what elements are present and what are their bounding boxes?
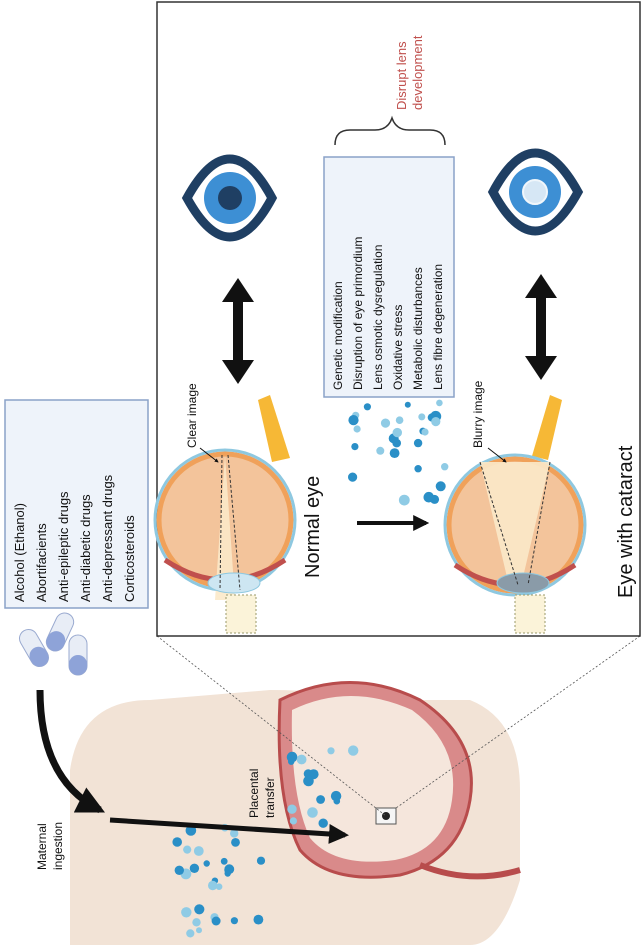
placental-transfer-label-1: Placental <box>247 769 261 818</box>
drug-particle <box>287 804 297 814</box>
drug-particle <box>353 425 361 433</box>
drugs-list-box: Alcohol (Ethanol) Abortifacients Anti-ep… <box>4 399 149 609</box>
zoom-line-right <box>395 635 641 809</box>
drug-particle <box>185 825 197 836</box>
drug-particle <box>256 856 266 865</box>
blurry-image-label: Blurry image <box>471 380 485 448</box>
drug-particle <box>436 399 443 407</box>
drug-particle <box>423 491 435 503</box>
mechanism-item: Metabolic disturbances <box>411 267 425 390</box>
drug-particle <box>192 918 201 927</box>
drug-item: Anti-epileptic drugs <box>56 491 71 602</box>
drug-particle <box>333 797 341 805</box>
drug-particle <box>231 838 240 847</box>
cataract-eye-label: Eye with cataract <box>615 445 637 598</box>
drug-particle <box>253 914 264 925</box>
mechanism-item: Disruption of eye primordium <box>351 237 365 390</box>
drug-item: Anti-diabetic drugs <box>78 494 93 602</box>
pills-icon <box>19 612 88 676</box>
clear-image-pointer <box>199 447 219 463</box>
drug-particle <box>303 775 314 787</box>
drug-item: Corticosteroids <box>122 515 137 602</box>
drug-particle <box>230 829 239 838</box>
drug-item: Anti-depressant drugs <box>100 474 115 602</box>
mechanisms-box: Genetic modification Disruption of eye p… <box>323 156 455 398</box>
drug-particle <box>318 818 328 828</box>
drug-particle <box>186 929 195 938</box>
drug-particle <box>189 863 200 873</box>
drug-particle <box>203 860 210 867</box>
drug-particle <box>435 481 446 492</box>
blurry-image-pointer <box>487 447 507 463</box>
drug-particle <box>296 754 307 765</box>
drug-particle <box>327 747 335 755</box>
zoom-line-left <box>156 635 387 817</box>
disrupt-label-2: development <box>410 35 425 110</box>
clear-image-label: Clear image <box>185 383 199 448</box>
maternal-ingestion-label-1: Maternal <box>35 823 49 870</box>
drug-particle <box>286 751 298 763</box>
placental-transfer-label-2: transfer <box>263 777 277 818</box>
mechanism-item: Genetic modification <box>331 281 345 390</box>
drug-particle <box>421 428 429 436</box>
drug-particle <box>193 846 204 856</box>
drug-particle <box>230 917 238 925</box>
drug-particle <box>289 817 297 825</box>
double-arrow-left <box>222 278 254 384</box>
drug-particle <box>194 904 205 915</box>
normal-eyeball <box>153 395 297 634</box>
drug-particle <box>215 883 223 890</box>
drug-item: Abortifacients <box>34 523 49 602</box>
mechanism-item: Lens fibre degeneration <box>431 264 445 390</box>
drug-particle <box>309 769 317 777</box>
drug-particle <box>414 465 422 473</box>
drug-particle <box>348 745 359 756</box>
drug-particle <box>413 438 423 448</box>
drug-particle <box>211 916 221 926</box>
drug-item: Alcohol (Ethanol) <box>12 503 27 602</box>
drug-particles-inset <box>348 399 449 506</box>
drug-particle <box>348 415 359 426</box>
drug-particle <box>380 418 391 428</box>
drug-particle <box>183 845 192 854</box>
drug-particle <box>398 494 410 506</box>
drug-particle <box>441 463 449 471</box>
drug-particles-placental <box>286 745 359 828</box>
drug-particle <box>348 472 358 482</box>
disrupt-label-1: Disrupt lens <box>394 41 409 110</box>
drug-particle <box>181 907 192 918</box>
brace <box>334 115 446 146</box>
drug-particle <box>208 880 218 891</box>
drug-particle <box>220 857 228 865</box>
maternal-ingestion-arrow <box>36 689 106 814</box>
drug-particle <box>172 837 182 847</box>
normal-eye-icon <box>181 154 278 242</box>
cataract-eye-icon <box>487 148 584 236</box>
drug-particle <box>431 417 441 427</box>
drug-particle <box>316 795 325 804</box>
maternal-ingestion-label-2: ingestion <box>51 822 65 870</box>
uterus <box>277 681 521 880</box>
drug-particle <box>376 446 385 455</box>
drug-particle <box>418 413 426 421</box>
drug-particle <box>404 401 411 408</box>
drug-particle <box>351 443 359 451</box>
drug-particle <box>389 448 400 458</box>
placental-transfer-arrow <box>109 817 349 844</box>
mechanism-item: Oxidative stress <box>391 305 405 390</box>
drug-particles-maternal <box>172 823 266 938</box>
drug-particle <box>307 807 318 818</box>
drug-particle <box>196 927 202 934</box>
cataract-eyeball <box>443 395 587 634</box>
mechanism-item: Lens osmotic dysregulation <box>371 245 385 390</box>
drug-particle <box>174 865 184 875</box>
drug-particle <box>395 416 404 425</box>
double-arrow-right <box>525 274 557 380</box>
drug-particle <box>224 870 231 877</box>
drug-particle <box>363 403 371 411</box>
normal-eye-label: Normal eye <box>302 476 324 578</box>
drug-particle <box>392 427 402 438</box>
